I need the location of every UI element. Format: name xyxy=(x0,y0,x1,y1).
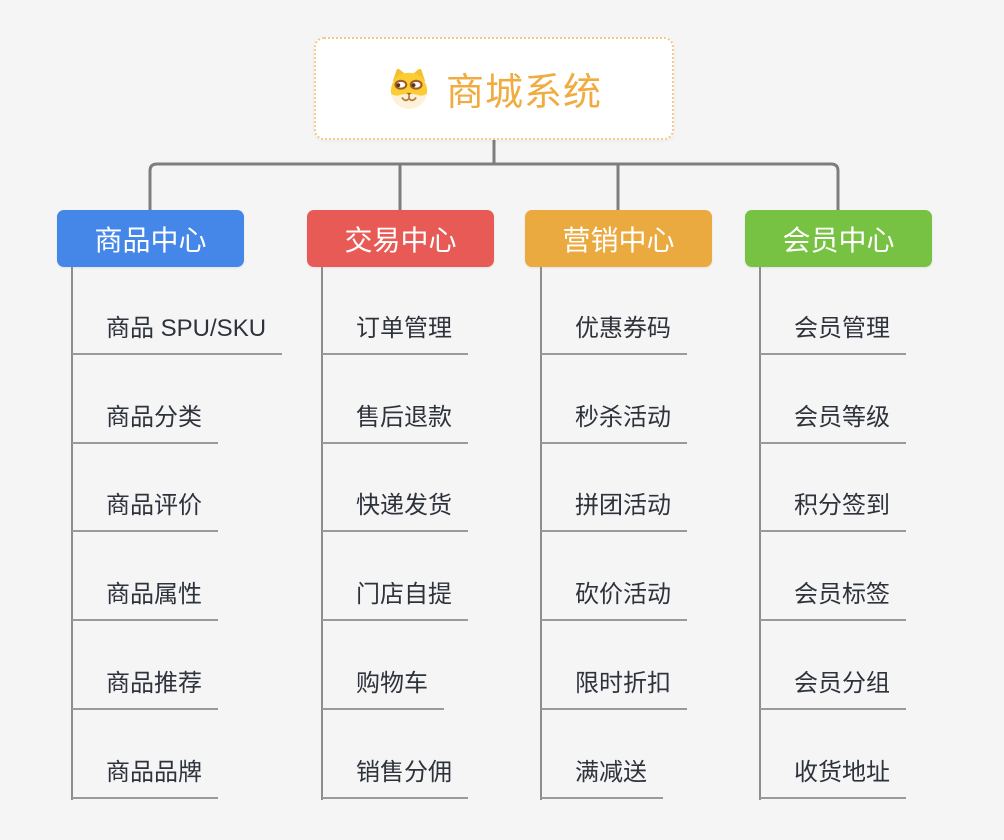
leaf-node[interactable]: 限时折扣 xyxy=(541,669,687,710)
column-connector-line xyxy=(540,267,542,800)
leaf-node[interactable]: 收货地址 xyxy=(760,758,906,799)
leaf-node[interactable]: 商品推荐 xyxy=(72,669,218,710)
column-connector-line xyxy=(759,267,761,800)
leaf-node[interactable]: 会员分组 xyxy=(760,669,906,710)
leaf-node[interactable]: 商品评价 xyxy=(72,491,218,532)
leaf-node[interactable]: 商品 SPU/SKU xyxy=(72,314,283,355)
leaf-node[interactable]: 会员等级 xyxy=(760,403,906,444)
root-title: 商城系统 xyxy=(445,72,602,114)
leaf-node[interactable]: 商品品牌 xyxy=(72,758,218,799)
column-connector-line xyxy=(71,267,73,800)
branch-box-trade-center[interactable]: 交易中心 xyxy=(307,210,494,267)
branch-box-marketing-center[interactable]: 营销中心 xyxy=(525,210,712,267)
leaf-node[interactable]: 积分签到 xyxy=(760,491,906,532)
leaf-node[interactable]: 秒杀活动 xyxy=(541,403,687,444)
dog-face-icon xyxy=(390,68,428,109)
root-node[interactable]: 商城系统 xyxy=(314,37,674,140)
branch-box-member-center[interactable]: 会员中心 xyxy=(745,210,932,267)
leaf-node[interactable]: 商品分类 xyxy=(72,403,218,444)
leaf-node[interactable]: 快递发货 xyxy=(322,491,468,532)
leaf-node[interactable]: 订单管理 xyxy=(322,314,468,355)
leaf-node[interactable]: 销售分佣 xyxy=(322,758,468,799)
branch-box-product-center[interactable]: 商品中心 xyxy=(57,210,244,267)
leaf-node[interactable]: 售后退款 xyxy=(322,403,468,444)
leaf-node[interactable]: 会员标签 xyxy=(760,580,906,621)
leaf-node[interactable]: 会员管理 xyxy=(760,314,906,355)
leaf-node[interactable]: 拼团活动 xyxy=(541,491,687,532)
leaf-node[interactable]: 砍价活动 xyxy=(541,580,687,621)
leaf-node[interactable]: 商品属性 xyxy=(72,580,218,621)
column-connector-line xyxy=(321,267,323,800)
leaf-node[interactable]: 门店自提 xyxy=(322,580,468,621)
leaf-node[interactable]: 满减送 xyxy=(541,758,663,799)
leaf-node[interactable]: 购物车 xyxy=(322,669,444,710)
leaf-node[interactable]: 优惠券码 xyxy=(541,314,687,355)
